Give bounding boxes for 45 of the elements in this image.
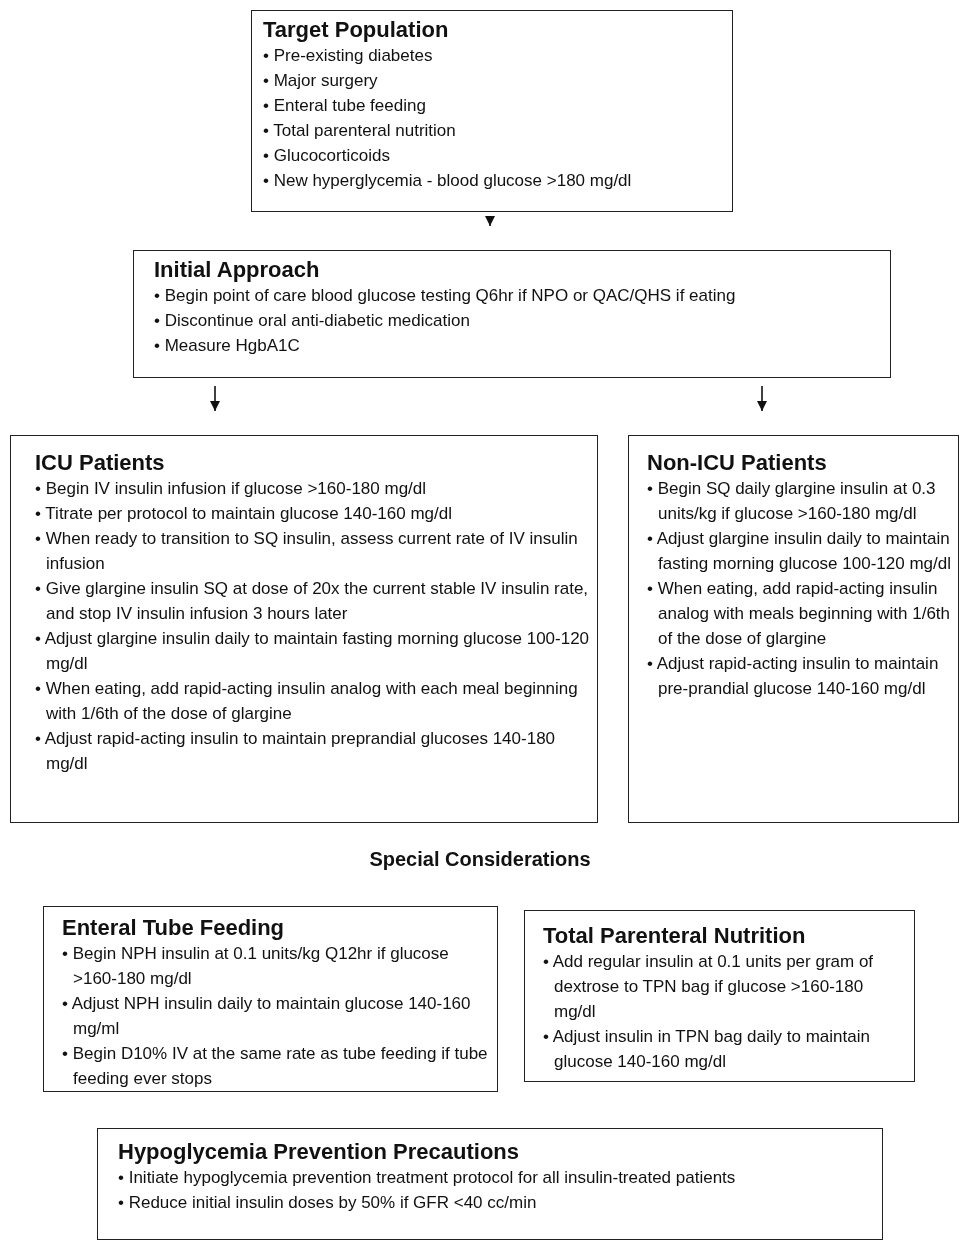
box-heading: Enteral Tube Feeding <box>62 915 286 941</box>
bullet-text: • Total parenteral nutrition <box>263 120 457 142</box>
bullet-text: • Begin IV insulin infusion if glucose >160-180 mg/dl <box>35 478 428 500</box>
bullet-text: • Initiate hypoglycemia prevention treatment protocol for all insulin-treated patients <box>118 1167 737 1189</box>
bullet-text: • Begin NPH insulin at 0.1 units/kg Q12hr if glucose >160-180 mg/dl <box>62 943 450 990</box>
bullet-text: • New hyperglycemia - blood glucose >180 mg/dl <box>263 170 633 192</box>
bullet-text: • Enteral tube feeding <box>263 95 427 117</box>
process-box <box>133 250 891 378</box>
section-heading: Special Considerations <box>369 848 591 871</box>
bullet-text: • Give glargine insulin SQ at dose of 20x the current stable IV insulin rate, and stop IV insulin infusion 3 hours later <box>35 578 590 625</box>
bullet-text: • Adjust NPH insulin daily to maintain glucose 140-160 mg/ml <box>62 993 472 1040</box>
bullet-text: • Major surgery <box>263 70 379 92</box>
process-box <box>251 10 733 212</box>
bullet-text: • Adjust glargine insulin daily to maintain fasting morning glucose 100-120 mg/dl <box>647 528 952 575</box>
arrow <box>757 385 767 412</box>
bullet-text: • When eating, add rapid-acting insulin analog with meals beginning with 1/6th of the dose of glargine <box>647 578 952 650</box>
box-heading: Total Parenteral Nutrition <box>543 923 807 949</box>
bullet-text: • Measure HgbA1C <box>154 335 301 357</box>
box-heading: Target Population <box>263 17 450 43</box>
bullet-text: • Adjust rapid-acting insulin to maintain pre-prandial glucose 140-160 mg/dl <box>647 653 940 700</box>
bullet-text: • Adjust rapid-acting insulin to maintain preprandial glucoses 140-180 mg/dl <box>35 728 557 775</box>
bullet-text: • Pre-existing diabetes <box>263 45 434 67</box>
process-box <box>524 910 915 1082</box>
bullet-text: • Glucocorticoids <box>263 145 391 167</box>
box-heading: Initial Approach <box>154 257 321 283</box>
process-box <box>97 1128 883 1240</box>
bullet-text: • Add regular insulin at 0.1 units per gram of dextrose to TPN bag if glucose >160-180 mg/dl <box>543 951 875 1023</box>
bullet-text: • Begin SQ daily glargine insulin at 0.3 units/kg if glucose >160-180 mg/dl <box>647 478 937 525</box>
process-box <box>43 906 498 1092</box>
bullet-text: • Adjust glargine insulin daily to maintain fasting morning glucose 100-120 mg/dl <box>35 628 591 675</box>
process-box <box>10 435 598 823</box>
bullet-text: • Discontinue oral anti-diabetic medication <box>154 310 471 332</box>
bullet-text: • When ready to transition to SQ insulin, assess current rate of IV insulin infusion <box>35 528 579 575</box>
box-heading: Non-ICU Patients <box>647 450 828 476</box>
bullet-text: • Titrate per protocol to maintain glucose 140-160 mg/dl <box>35 503 453 525</box>
box-heading: Hypoglycemia Prevention Precautions <box>118 1139 521 1165</box>
bullet-text: • Begin point of care blood glucose testing Q6hr if NPO or QAC/QHS if eating <box>154 285 737 307</box>
bullet-text: • Begin D10% IV at the same rate as tube feeding if tube feeding ever stops <box>62 1043 489 1090</box>
bullet-text: • Adjust insulin in TPN bag daily to maintain glucose 140-160 mg/dl <box>543 1026 871 1073</box>
bullet-text: • When eating, add rapid-acting insulin analog with each meal beginning with 1/6th of the dose of glargine <box>35 678 579 725</box>
process-box <box>628 435 959 823</box>
arrow <box>485 216 495 227</box>
box-heading: ICU Patients <box>35 450 166 476</box>
bullet-text: • Reduce initial insulin doses by 50% if GFR <40 cc/min <box>118 1192 538 1214</box>
arrow <box>210 385 220 412</box>
